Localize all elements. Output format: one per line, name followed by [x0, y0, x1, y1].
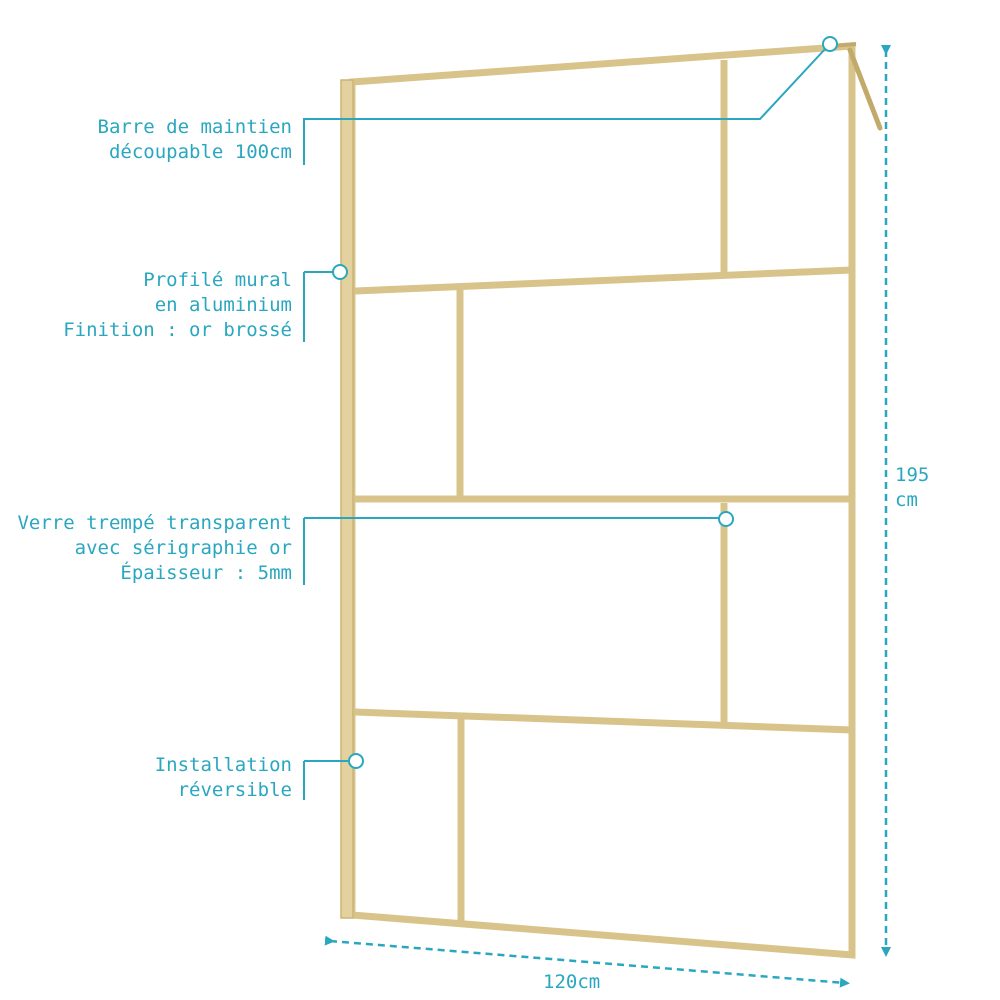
callout-verre-line2: avec sérigraphie or	[74, 537, 292, 559]
callout-verre-line3: Épaisseur : 5mm	[120, 562, 292, 584]
pattern-rail-1	[354, 266, 853, 295]
callout-barre-line2: découpable 100cm	[108, 141, 292, 163]
leader-barre	[303, 47, 827, 140]
point-verre	[718, 511, 734, 527]
width-dimension-label: 120cm	[543, 970, 600, 995]
height-value: 195	[895, 464, 930, 486]
point-installation	[348, 753, 364, 769]
width-value: 120cm	[543, 971, 601, 993]
callout-installation-text: Installation réversible	[155, 753, 292, 803]
callout-verre-text: Verre trempé transparent avec sérigraphi…	[17, 511, 292, 586]
serigraphy-pattern	[354, 60, 853, 922]
pattern-rail-3	[354, 708, 853, 734]
callout-profile-line2: en aluminium	[154, 294, 292, 316]
point-barre	[822, 36, 838, 52]
dimension-lines	[324, 45, 891, 988]
width-dimension-line	[324, 935, 850, 988]
callout-barre-line1: Barre de maintien	[97, 116, 292, 138]
callout-profile-text: Profilé mural en aluminium Finition : or…	[63, 268, 292, 343]
callout-profile-line3: Finition : or brossé	[63, 319, 292, 341]
height-unit: cm	[895, 489, 918, 511]
callout-points	[332, 36, 838, 769]
callout-profile-line1: Profilé mural	[143, 269, 292, 291]
point-profile	[332, 264, 348, 280]
callout-installation-line1: Installation	[154, 754, 292, 776]
height-dimension-label: 195 cm	[895, 463, 929, 513]
wall-profile	[340, 79, 354, 919]
callout-barre-text: Barre de maintien découpable 100cm	[98, 115, 292, 165]
callout-verre-line1: Verre trempé transparent	[17, 512, 292, 534]
support-bar	[847, 47, 883, 131]
callout-installation-line2: réversible	[177, 779, 292, 801]
callout-leaders	[303, 47, 827, 800]
